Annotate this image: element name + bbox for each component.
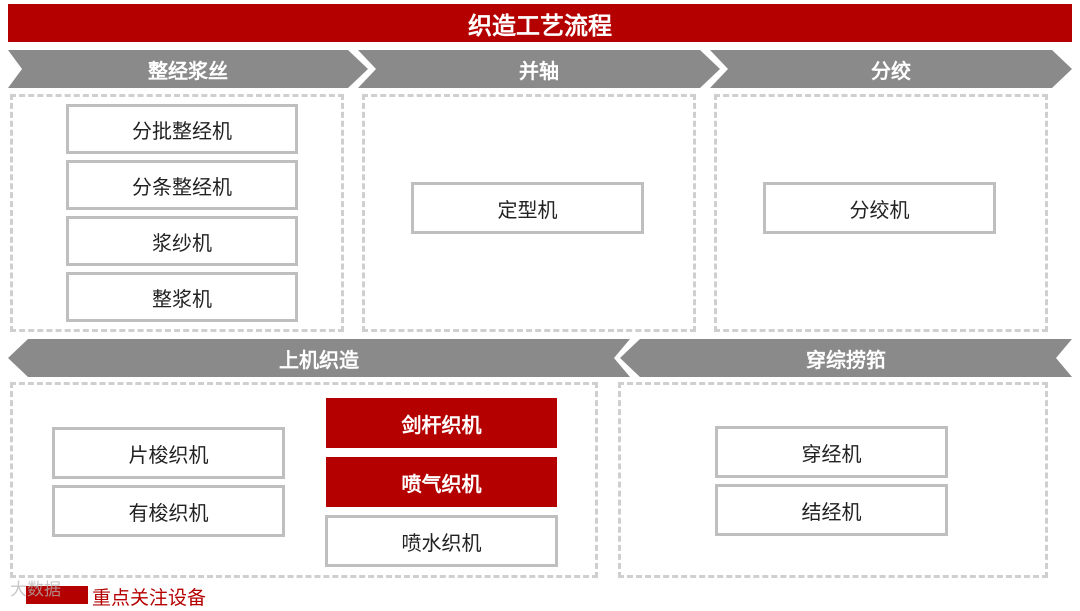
stage-weaving: 上机织造 [8, 339, 630, 377]
stage-leasing: 分绞 [710, 50, 1072, 88]
machine-water-jet-loom: 喷水织机 [325, 515, 558, 567]
machine-projectile-loom: 片梭织机 [52, 427, 285, 479]
legend-label: 重点关注设备 [92, 587, 207, 609]
panel-leasing [714, 94, 1048, 332]
machine-leasing: 分绞机 [763, 182, 996, 234]
diagram-title: 织造工艺流程 [8, 4, 1072, 42]
stage-warping-sizing: 整经浆丝 [8, 50, 368, 88]
machine-drawing-in: 穿经机 [715, 426, 948, 478]
panel-assembly [362, 94, 696, 332]
machine-air-jet-loom: 喷气织机 [326, 457, 557, 507]
machine-sectional-warping: 分批整经机 [66, 104, 298, 154]
stage-assembly: 并轴 [358, 50, 720, 88]
machine-warp-sizing: 整浆机 [66, 272, 298, 322]
machine-setting: 定型机 [411, 182, 644, 234]
panel-drawing-in [618, 382, 1048, 578]
machine-yarn-sizing: 浆纱机 [66, 216, 298, 266]
machine-shuttle-loom: 有梭织机 [52, 485, 285, 537]
panel-warping-sizing [10, 94, 344, 332]
machine-knotting: 结经机 [715, 484, 948, 536]
machine-rapier-loom: 剑杆织机 [326, 398, 557, 448]
panel-weaving [10, 382, 598, 578]
legend-swatch [26, 586, 88, 604]
machine-strip-warping: 分条整经机 [66, 160, 298, 210]
stage-drawing-in: 穿综捞筘 [620, 339, 1072, 377]
watermark: 大数据 [10, 580, 61, 600]
